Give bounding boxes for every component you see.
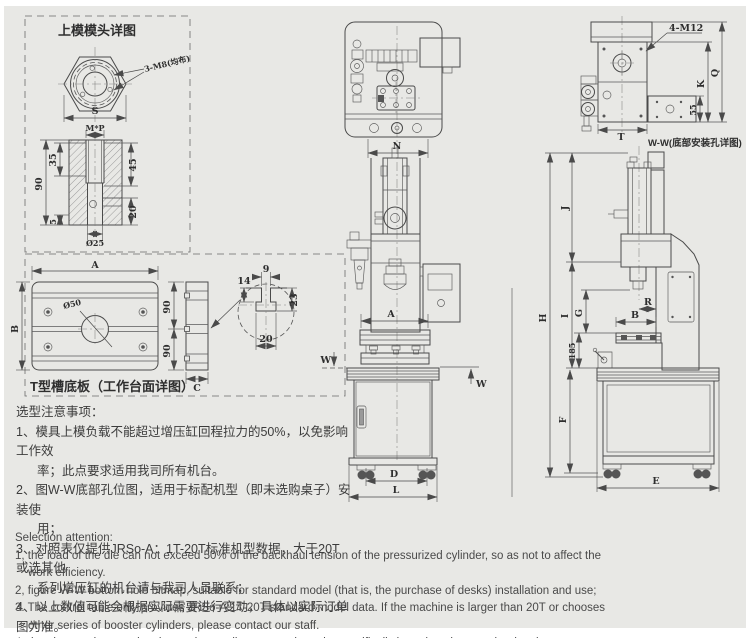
upper-detail-frame	[24, 15, 191, 253]
front-casters	[356, 464, 437, 480]
dim-label-185: 185	[567, 343, 577, 360]
tslot-plate-detail-view: A Ø50 B 90 90 C 9	[10, 260, 300, 394]
dim-label-g: G	[574, 309, 585, 317]
dim-label-r: R	[644, 297, 652, 308]
dim-label-9: 9	[263, 264, 270, 275]
ww-detail-title: W-W(底部安装孔详图)	[648, 137, 742, 149]
dim-label-23: 23	[289, 293, 300, 306]
sheet-background	[4, 6, 746, 628]
dim-label-b-side: B	[631, 310, 639, 321]
notes-en-line: work efficiency.	[28, 567, 106, 579]
dim-label-i: I	[560, 313, 571, 318]
dim-label-e: E	[652, 476, 659, 487]
notes-cn-line: 3、对照表仅提供JRSo-A：1T-20T标准机型数据，大于20T或选其他	[16, 541, 340, 576]
upper-die-detail-title: 上模模头详图	[58, 23, 136, 38]
dim-label-90b: 90	[162, 344, 173, 358]
dim-label-k: K	[696, 79, 707, 88]
door-handle	[359, 408, 364, 426]
manifold-ticks	[371, 50, 409, 62]
table-bolts	[369, 345, 421, 355]
dim-label-s: S	[92, 106, 99, 117]
bolt-holes	[43, 307, 148, 352]
notes-cn-title: 选型注意事项：	[16, 405, 104, 419]
notes-cn-line: 2、图W-W底部孔位图，适用于标配机型（即未选购桌子）安装使	[16, 483, 351, 517]
notes-cn-line: 系列增压缸的机台请与我司人员联系；	[37, 580, 250, 595]
side-casters	[602, 463, 712, 479]
notes-en-line: 2, figure W-W bottom hole bitmap, suitab…	[15, 584, 597, 597]
dim-label-b: B	[10, 325, 21, 333]
notes-cn-line: 4、以上数值可能会根据实际需要进行变动，具体以实际订单图为准。	[16, 600, 348, 634]
dim-label-d25: Ø25	[86, 238, 104, 248]
dim-label-f: F	[558, 416, 569, 423]
dim-label-a-front: A	[386, 309, 395, 320]
tslot-profile-slots	[184, 290, 208, 364]
dim-label-90a: 90	[162, 300, 173, 314]
dim-label-thread: M*P	[85, 123, 104, 133]
dim-label-14: 14	[237, 276, 251, 287]
dim-label-20b: 20	[259, 334, 273, 345]
notes-en-line: 3. The control table only provides JRSo-…	[15, 602, 606, 614]
machine-front-view: N A	[319, 21, 513, 502]
dim-label-w-right: W	[475, 379, 487, 390]
dim-label-w-left: W	[319, 355, 331, 366]
notes-chinese: 选型注意事项： 1、模具上模负载不能超过增压缸回程拉力的50%，以免影响工作效 …	[16, 403, 352, 637]
machine-side-view: H J I G 185 R B F E	[538, 146, 720, 492]
notes-en-line: other series of booster cylinders, pleas…	[28, 619, 320, 632]
dim-label-t: T	[617, 132, 624, 143]
dim-label-45: 45	[128, 158, 139, 171]
notes-cn-line: 率；此点要求适用我司所有机台。	[37, 463, 225, 478]
dim-label-20: 20	[128, 205, 139, 219]
tslot-detail-title: T型槽底板（工作台面详图）	[30, 379, 194, 394]
notes-english: Selection attention: 1, the load of the …	[15, 530, 743, 638]
dim-label-a: A	[90, 260, 99, 271]
thread-note-4m12: 4-M12	[669, 23, 703, 34]
dim-label-5: 5	[48, 219, 58, 225]
notes-en-line: 1, the load of the die can not exceed 50…	[15, 549, 602, 562]
dim-label-n: N	[393, 141, 402, 152]
dim-label-q: Q	[710, 69, 721, 77]
dim-label-d: D	[390, 469, 398, 480]
ww-bottom-hole-detail-view: 4-M12 Q K 55 T W-W(底部安装孔详图)	[580, 16, 742, 149]
dim-label-j: J	[560, 205, 571, 211]
notes-en-title: Selection attention:	[15, 532, 113, 544]
notes-cn-line: 用；	[37, 522, 63, 536]
dim-label-d50: Ø50	[62, 297, 82, 311]
dim-label-90: 90	[34, 177, 45, 191]
dim-label-l: L	[393, 485, 400, 496]
notes-cn-line: 1、模具上模负载不能超过增压缸回程拉力的50%，以免影响工作效	[16, 424, 348, 459]
dim-label-55: 55	[688, 104, 698, 115]
dim-label-35: 35	[48, 153, 59, 166]
dim-label-h: H	[538, 313, 549, 322]
dim-label-c: C	[193, 383, 201, 394]
